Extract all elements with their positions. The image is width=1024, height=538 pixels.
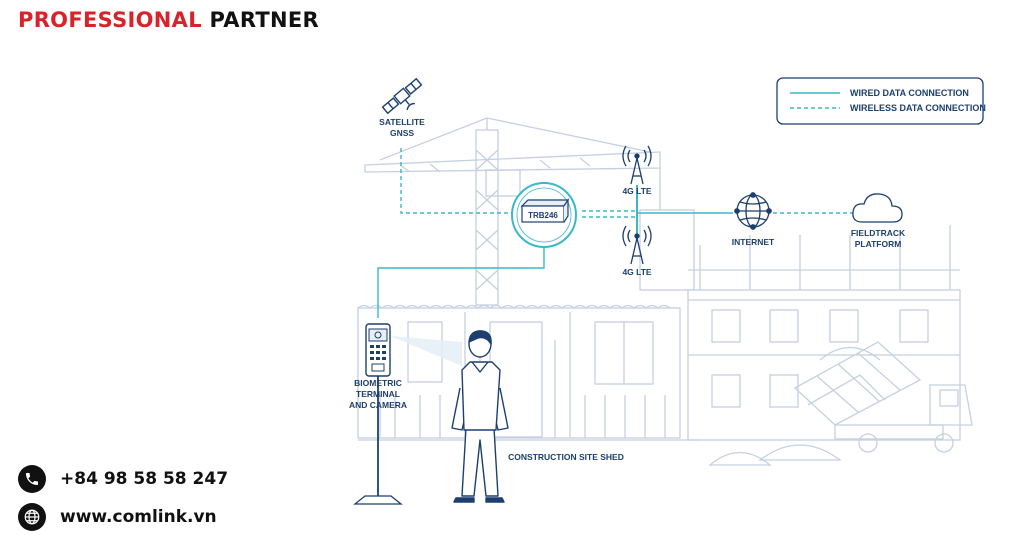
phone-icon (18, 465, 46, 493)
legend-wireless-label: WIRELESS DATA CONNECTION (850, 103, 986, 113)
contact-phone[interactable]: +84 98 58 58 247 (18, 465, 228, 493)
crane-illustration (364, 117, 661, 306)
legend: WIRED DATA CONNECTION WIRELESS DATA CONN… (776, 77, 986, 125)
satellite-icon (381, 77, 423, 115)
brand-part1: PROFESSIONAL (18, 8, 202, 32)
construction-shed (357, 304, 700, 441)
brand-part2: PARTNER (209, 8, 319, 32)
cell-tower-icon (622, 225, 652, 265)
building-illustration (639, 209, 961, 441)
globe-icon (734, 192, 772, 230)
cloud-icon (852, 193, 903, 223)
globe-icon (18, 503, 46, 531)
satellite-label-1: SATELLITE (379, 117, 425, 127)
worker-figure (451, 330, 509, 503)
truck-illustration (708, 341, 973, 466)
satellite-label-2: GNSS (390, 128, 414, 138)
wired-link-terminal (377, 245, 545, 318)
platform-label-1: FIELDTRACK (851, 228, 906, 238)
terminal-label-2: TERMINAL (356, 389, 400, 399)
platform-label-2: PLATFORM (855, 239, 902, 249)
lte-bottom-label: 4G LTE (622, 267, 651, 277)
shed-label: CONSTRUCTION SITE SHED (508, 452, 624, 462)
biometric-terminal (353, 323, 403, 505)
router-label: TRB246 (528, 211, 558, 220)
cell-tower-icon (622, 145, 652, 185)
contact-website[interactable]: www.comlink.vn (18, 503, 217, 531)
terminal-label-1: BIOMETRIC (354, 378, 402, 388)
website-url: www.comlink.vn (60, 507, 217, 527)
router-node: TRB246 (511, 182, 577, 248)
internet-label: INTERNET (732, 237, 775, 247)
brand-title: PROFESSIONAL PARTNER (18, 8, 319, 32)
router-icon (520, 198, 570, 223)
camera-beam (390, 336, 462, 366)
wireless-link-satellite (400, 148, 514, 214)
phone-number: +84 98 58 58 247 (60, 469, 229, 489)
legend-wired-label: WIRED DATA CONNECTION (850, 88, 969, 98)
connections (377, 148, 855, 318)
lte-top-label: 4G LTE (622, 186, 651, 196)
terminal-label-3: AND CAMERA (349, 400, 407, 410)
